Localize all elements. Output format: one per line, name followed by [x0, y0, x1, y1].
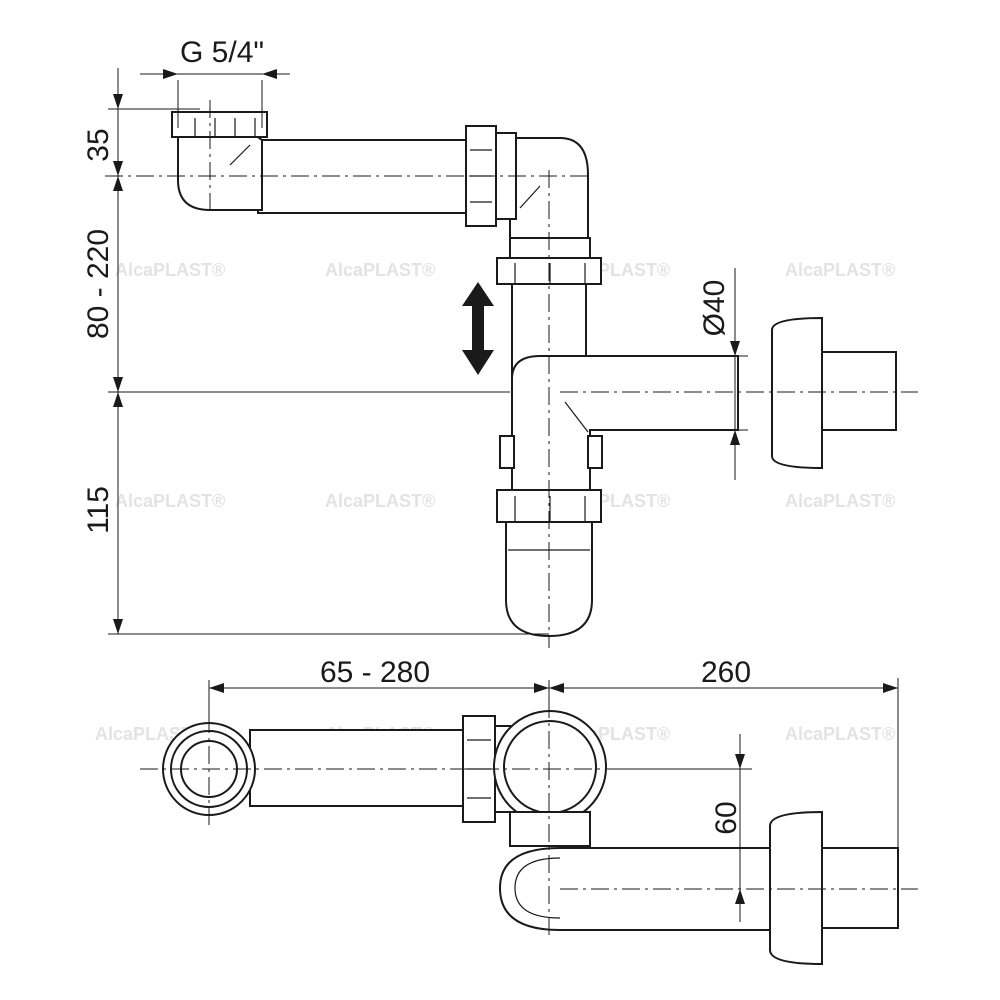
- height-bottom-label: 115: [82, 486, 115, 534]
- height-top-label: 35: [82, 128, 115, 161]
- outlet-rosette: [771, 316, 823, 470]
- diameter-label: Ø40: [698, 280, 731, 337]
- watermark: AlcaPLAST®: [325, 260, 435, 280]
- thread-label: G 5/4": [180, 36, 264, 69]
- trap-body: [511, 355, 739, 501]
- front-view: [105, 100, 918, 648]
- offset-label: 60: [710, 801, 743, 834]
- dimension-lines-plan: [208, 678, 899, 922]
- side-clip: [587, 435, 603, 469]
- plan-outlet-pipe: [821, 847, 899, 929]
- plan-inlet-pipe: [249, 729, 465, 807]
- watermark: AlcaPLAST®: [115, 491, 225, 511]
- length-total-label: 260: [701, 656, 751, 689]
- watermark: AlcaPLAST®: [325, 491, 435, 511]
- plan-trap-inner: [503, 720, 597, 814]
- length-adjust-label: 65 - 280: [320, 656, 430, 689]
- waste-nut: [171, 111, 268, 138]
- plan-trap-stem: [509, 811, 591, 847]
- height-adjust-label: 80 - 220: [82, 229, 115, 339]
- outlet-pipe: [821, 351, 897, 431]
- plan-outlet-rosette: [769, 810, 823, 966]
- watermark: AlcaPLAST®: [785, 260, 895, 280]
- top-view: [140, 700, 918, 966]
- sleeve: [509, 237, 591, 259]
- watermark: AlcaPLAST®: [785, 491, 895, 511]
- watermark: AlcaPLAST®: [785, 724, 895, 744]
- watermark: AlcaPLAST®: [115, 260, 225, 280]
- height-adjust-arrow-icon: [462, 282, 494, 375]
- dimension-lines-front: [108, 68, 748, 635]
- side-clip: [499, 435, 515, 469]
